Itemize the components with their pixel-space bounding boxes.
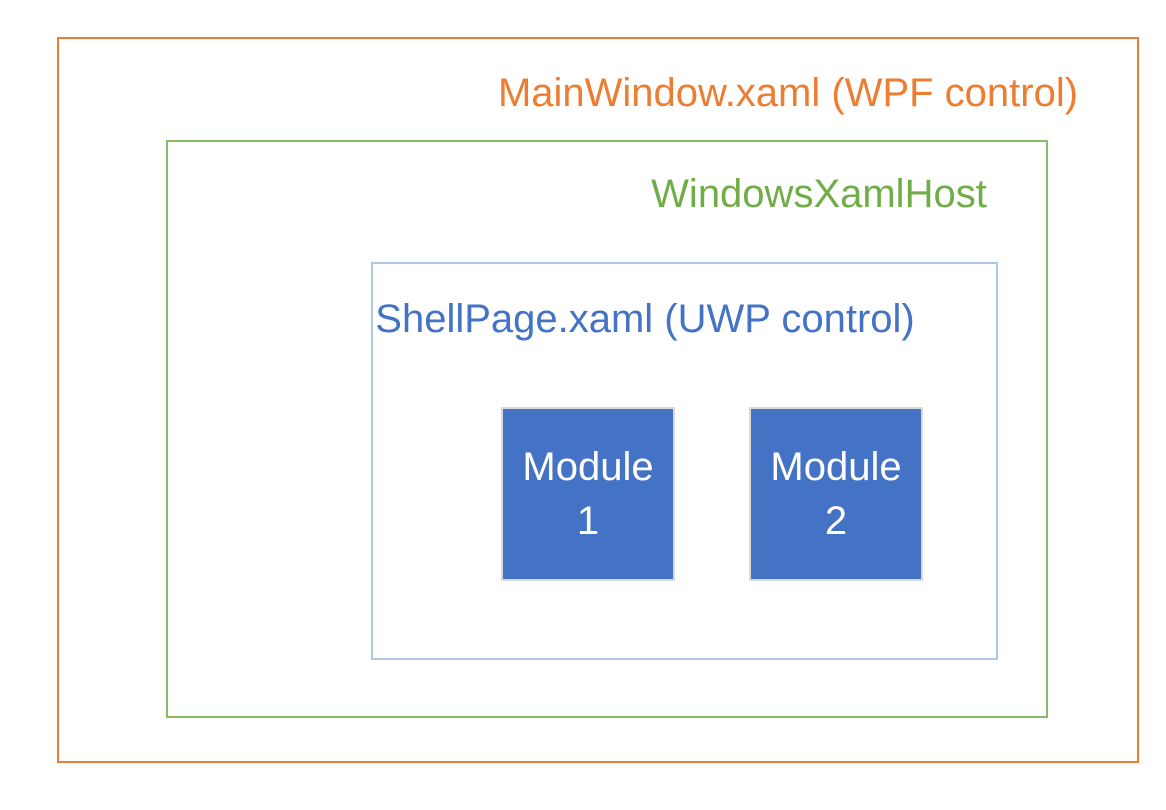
module-2-label-line1: Module (770, 445, 902, 489)
mainwindow-wpf-label: MainWindow.xaml (WPF control) (497, 71, 1079, 115)
module-1-box: Module 1 (501, 407, 675, 581)
shellpage-uwp-box (371, 262, 998, 660)
mainwindow-wpf-box (57, 37, 1139, 763)
windows-xaml-host-label: WindowsXamlHost (651, 172, 987, 216)
windows-xaml-host-box (166, 140, 1048, 718)
module-1-label-line1: Module (522, 445, 654, 489)
shellpage-uwp-label: ShellPage.xaml (UWP control) (375, 297, 915, 341)
module-2-box: Module 2 (749, 407, 923, 581)
module-2-label-line2: 2 (824, 499, 848, 543)
module-1-label-line2: 1 (576, 499, 600, 543)
